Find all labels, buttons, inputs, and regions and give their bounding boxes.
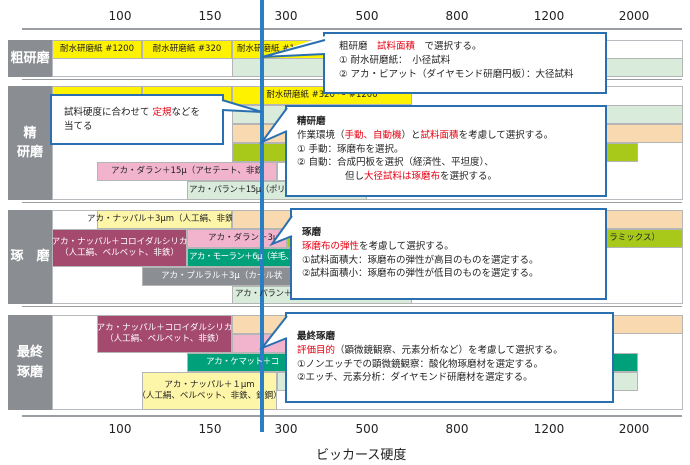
callout-line: ① 手動：琢磨布を選択。 [297,143,404,155]
bar-text: （人工絹、ベルベット、非鉄） [60,248,179,258]
label-text: 精 [23,125,37,141]
bar-text: アカ・モーラン＋6μ（羊毛、大 [189,251,302,262]
bar-text: アカ・パラン＋15μ（ポリ [189,184,286,195]
callout-polish: 琢磨 琢磨布の弾性を考慮して選択する。 ①試料面積大：琢磨布の弾性が高目のものを… [290,208,607,300]
tick-label: 800 [445,9,469,23]
bar-text: アカ・ナッパル＋コロイダルシリカ [96,322,233,333]
tick-label: 1200 [533,9,565,23]
callout-pointer [269,215,293,247]
callout-fine: 精研磨 作業環境（手動、自動機）と試料面積を考慮して選択する。 ① 手動：琢磨布… [285,105,607,197]
tick-label: 500 [355,9,379,23]
callout-coarse: 粗研磨 試料面積 で選択する。 ① 耐水研磨紙： 小径試料 ② アカ・ビアット（… [323,32,607,94]
callout-title: 粗研磨 試料面積 で選択する。 [339,41,482,52]
tick-label: 2000 [618,422,650,436]
callout-line: ②試料面積小：琢磨布の弾性が低目のものを選定する。 [302,268,539,280]
tick-label: 100 [108,422,132,436]
bar: アカ・プルラル＋3μ（カール状 [142,267,297,286]
callout-pointer [258,315,288,351]
bar: アカ・ダラン＋15μ（アセテート、非鉄 [97,162,277,181]
section-label-coarse: 粗研磨 [8,40,52,77]
bar: アカ・ダラン＋3μ [187,229,287,248]
callout-line: ②エッチ、元素分析：ダイヤモンド研磨材を選定する。 [297,372,533,384]
bar: アカ・モーラン＋6μ（羊毛、大 [187,248,302,267]
callout-hardness: 試料硬度に合わせて 定規などを 当てる [50,94,224,145]
callout-line: ② アカ・ビアット（ダイヤモンド研磨円板）：大径試料 [339,68,574,80]
bar-text: アカ・ケマット＋コ [206,356,279,367]
section-label-final: 最終琢磨 [8,315,52,410]
hardness-marker-line [260,0,264,432]
callout-line: ② 自動：合成円板を選択（経済性、平坦度）、 [297,157,494,169]
bar-text: アカ・パラン＋ [235,289,292,300]
bar: 耐水研磨紙 #1200 [52,40,142,59]
bar-text: （人工絹、ベルベット、非鉄） [105,334,224,344]
callout-line: 試料硬度に合わせて 定規などを [64,107,201,118]
bar: 耐水研磨紙 #320 [142,40,232,59]
axis-title: ビッカース硬度 [316,448,407,463]
label-text: 研磨 [16,145,43,160]
tick-label: 1200 [533,422,565,436]
label-text: 琢磨 [16,364,43,380]
callout-line: ①試料面積大：琢磨布の弾性が高目のものを選定する。 [302,254,539,266]
label-text: 最終 [16,345,43,360]
callout-line: 当てる [64,121,93,133]
callout-pointer [221,99,263,113]
callout-line: ①ノンエッチでの顕微鏡観察：酸化物琢磨材を選定する。 [297,358,544,370]
callout-title: 精研磨 [297,116,326,127]
callout-line: 評価目的（顕微鏡観察、元素分析など）を考慮して選択する。 [297,344,563,356]
tick-label: 500 [355,422,379,436]
bar: アカ・ナッパル＋１μm（人工絹、ベルベット、非鉄、鉄鋼） [137,372,282,410]
divider [22,202,682,203]
bar: アカ・ナッパル＋3μm（人工絹、非鉄） [87,210,242,229]
axis-line [22,28,682,30]
tick-label: 150 [198,422,222,436]
bar-text: （人工絹、ベルベット、非鉄、鉄鋼） [137,391,282,401]
callout-pointer [258,107,288,145]
bar: アカ・ナッパル＋コロイダルシリカ（人工絹、ベルベット、非鉄） [97,315,232,353]
callout-line: 但し大径試料は琢磨布を選択する。 [345,171,498,183]
bar: アカ・ナッパル＋コロイダルシリカ（人工絹、ベルベット、非鉄） [52,229,187,267]
tick-label: 300 [274,9,298,23]
bar-text: アカ・ナッパル＋１μm [164,379,255,390]
divider [22,306,682,307]
bar-text: アカ・ナッパル＋コロイダルシリカ [51,236,188,247]
callout-title: 琢磨 [302,227,322,238]
tick-label: 300 [274,422,298,436]
section-label-polish: 琢 磨 [8,210,52,304]
tick-label: 800 [445,422,469,436]
callout-line: ① 耐水研磨紙： 小径試料 [339,54,451,66]
callout-final: 最終琢磨 評価目的（顕微鏡観察、元素分析など）を考慮して選択する。 ①ノンエッチ… [285,312,614,403]
tick-label: 150 [198,9,222,23]
callout-title: 最終琢磨 [297,331,336,342]
section-label-fine: 精研磨 [8,86,52,200]
tick-label: 2000 [618,9,650,23]
callout-line: 琢磨布の弾性を考慮して選択する。 [302,240,454,252]
callout-pointer [261,36,326,58]
tick-label: 100 [108,9,132,23]
callout-line: 作業環境（手動、自動機）と試料面積を考慮して選択する。 [297,129,554,141]
axis-line [22,415,682,417]
